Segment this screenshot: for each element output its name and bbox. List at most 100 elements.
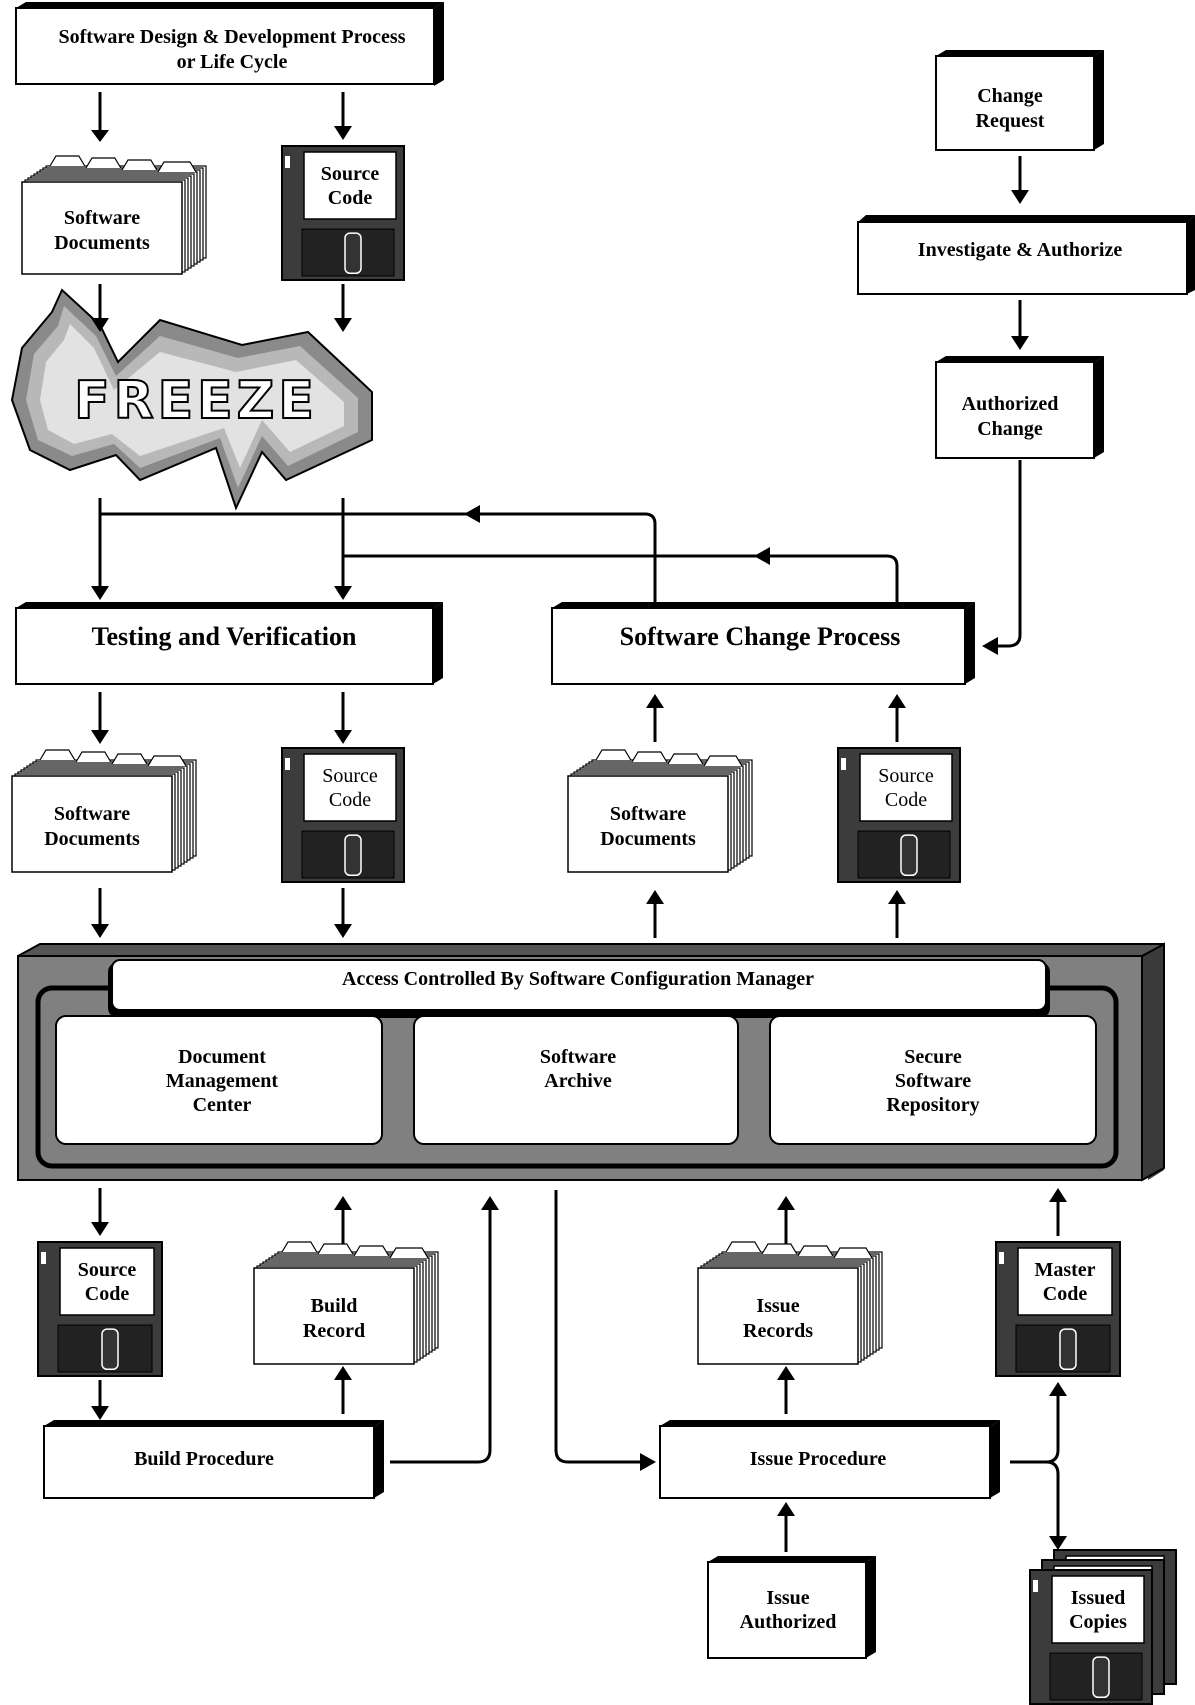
- software-documents-testing-line2: Documents: [44, 828, 140, 850]
- arrowhead: [646, 694, 664, 708]
- secure-line1: Secure: [904, 1046, 962, 1068]
- doc-mgmt-line1: Document: [178, 1046, 266, 1068]
- issue-records-line2: Records: [743, 1320, 813, 1342]
- archive-line1: Software: [540, 1046, 616, 1068]
- arrowhead: [91, 730, 109, 744]
- arrow-change-feedback-code: [343, 554, 899, 602]
- arrowhead: [91, 1406, 109, 1420]
- arrowhead: [646, 890, 664, 904]
- investigate-authorize-box: Investigate & Authorize: [857, 215, 1195, 295]
- arrowhead: [1049, 1536, 1067, 1550]
- arrowhead: [1011, 336, 1029, 350]
- arrowhead: [91, 586, 109, 600]
- sddp-label-line2: or Life Cycle: [177, 51, 288, 73]
- secure-line3: Repository: [886, 1094, 979, 1116]
- build-record-line1: Build: [311, 1295, 358, 1317]
- arrowhead: [888, 890, 906, 904]
- freeze-label: FREEZE: [74, 371, 318, 431]
- arrowhead: [91, 130, 109, 142]
- arrow-change-feedback-docs: [100, 512, 657, 602]
- master-code-line2: Code: [1043, 1283, 1088, 1305]
- software-change-process-box: Software Change Process: [551, 602, 975, 685]
- secure-software-repository: [769, 1015, 1097, 1145]
- software-documents-change-line1: Software: [610, 803, 686, 825]
- change-process-label: Software Change Process: [620, 622, 901, 651]
- software-archive: [413, 1015, 739, 1145]
- arrowhead: [777, 1196, 795, 1210]
- issue-records-line1: Issue: [756, 1295, 799, 1317]
- arrowhead: [334, 318, 352, 332]
- sddp-box: Software Design & Development Process or…: [15, 2, 444, 86]
- authorized-change-line2: Change: [977, 418, 1043, 440]
- arrowhead: [754, 547, 770, 565]
- software-documents-change-line2: Documents: [600, 828, 696, 850]
- source-code-testing-line1: Source: [322, 765, 378, 787]
- software-documents-top-line2: Documents: [54, 232, 150, 254]
- secure-line2: Software: [895, 1070, 971, 1092]
- arrowhead: [334, 586, 352, 600]
- arrowhead: [334, 1196, 352, 1210]
- arrowhead: [481, 1196, 499, 1210]
- document-management-center: [55, 1015, 383, 1145]
- arrowhead: [334, 924, 352, 938]
- source-code-top-line1: Source: [321, 163, 380, 185]
- arrowhead: [982, 637, 998, 655]
- arrowhead: [1049, 1188, 1067, 1202]
- authorized-change-line1: Authorized: [962, 393, 1059, 415]
- software-documents-top-line1: Software: [64, 207, 140, 229]
- master-code-line1: Master: [1034, 1259, 1095, 1281]
- software-documents-testing-line1: Software: [54, 803, 130, 825]
- freeze-burst: FREEZE: [10, 288, 373, 511]
- arrow-authorized-to-change-process: [992, 460, 1022, 648]
- source-code-build-line2: Code: [85, 1283, 130, 1305]
- archive-line2: Archive: [544, 1070, 612, 1092]
- arrowhead: [334, 126, 352, 140]
- arrowhead: [640, 1453, 656, 1471]
- arrowhead: [777, 1502, 795, 1516]
- testing-verification-box: Testing and Verification: [15, 602, 443, 685]
- arrowhead: [777, 1366, 795, 1380]
- arrow-build-to-repository: [390, 1208, 492, 1464]
- issued-copies-line2: Copies: [1069, 1611, 1127, 1633]
- arrowhead: [334, 730, 352, 744]
- arrowhead: [1049, 1382, 1067, 1396]
- doc-mgmt-line2: Management: [166, 1070, 279, 1092]
- issued-copies-line1: Issued: [1071, 1587, 1125, 1609]
- change-request-line2: Request: [976, 110, 1045, 132]
- arrowhead: [334, 1366, 352, 1380]
- build-procedure-box: Build Procedure: [43, 1420, 384, 1499]
- doc-mgmt-line3: Center: [193, 1094, 252, 1116]
- arrow-repository-to-issue: [554, 1190, 646, 1464]
- issue-authorized-box: Issue Authorized: [707, 1556, 876, 1659]
- change-request-box: Change Request: [935, 50, 1104, 151]
- source-code-top-line2: Code: [328, 187, 373, 209]
- issue-authorized-line1: Issue: [766, 1587, 809, 1609]
- testing-label: Testing and Verification: [92, 622, 357, 651]
- source-code-build-line1: Source: [78, 1259, 137, 1281]
- issue-procedure-label: Issue Procedure: [750, 1448, 887, 1470]
- source-code-change-line1: Source: [878, 765, 934, 787]
- arrowhead: [1011, 190, 1029, 204]
- arrowhead: [91, 924, 109, 938]
- repository-banner: Access Controlled By Software Configurat…: [342, 968, 814, 990]
- source-code-testing-line2: Code: [329, 789, 371, 811]
- arrow-issue-to-master: [1010, 1392, 1060, 1464]
- configuration-repository: Access Controlled By Software Configurat…: [17, 942, 1165, 1182]
- issue-procedure-box: Issue Procedure: [659, 1420, 1000, 1499]
- build-procedure-label: Build Procedure: [134, 1448, 274, 1470]
- build-record-line2: Record: [303, 1320, 365, 1342]
- arrowhead: [91, 318, 109, 332]
- source-code-change-line2: Code: [885, 789, 927, 811]
- arrowhead: [464, 505, 480, 523]
- change-request-line1: Change: [977, 85, 1043, 107]
